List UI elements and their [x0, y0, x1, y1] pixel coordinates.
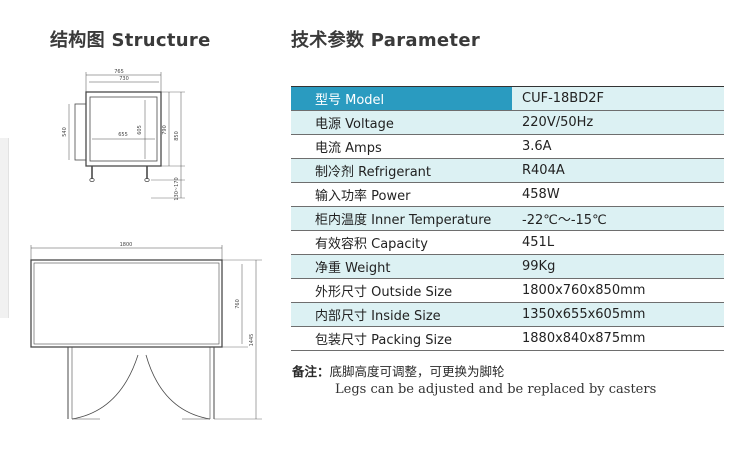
dim-top-inner: 730	[119, 76, 129, 82]
parameter-value: 1350x655x605mm	[512, 302, 724, 327]
parameter-label: 电源 Voltage	[291, 110, 512, 135]
parameter-value: 458W	[512, 182, 724, 207]
dim-inner-width: 655	[118, 132, 128, 138]
dim-leg: 130~170	[174, 177, 180, 200]
dim-left: 540	[62, 127, 68, 137]
parameter-value: CUF-18BD2F	[512, 86, 724, 111]
note-text-en: Legs can be adjusted and be replaced by …	[335, 382, 657, 397]
parameter-value: 99Kg	[512, 254, 724, 279]
note-text-cn: 底脚高度可调整，可更换为脚轮	[329, 364, 505, 379]
dim-plan-width: 1800	[120, 242, 133, 248]
parameter-label: 输入功率 Power	[291, 182, 512, 207]
parameter-title: 技术参数 Parameter	[291, 30, 480, 51]
parameter-label: 外形尺寸 Outside Size	[291, 278, 512, 303]
parameter-value: 1800x760x850mm	[512, 278, 724, 303]
parameter-value: R404A	[512, 158, 724, 183]
parameter-label: 包装尺寸 Packing Size	[291, 326, 512, 351]
left-edge-panel	[0, 138, 9, 318]
parameter-label: 型号 Model	[291, 86, 512, 111]
parameter-label: 制冷剂 Refrigerant	[291, 158, 512, 183]
plan-view-drawing: 1800 760 1445	[30, 242, 262, 420]
dim-inner-height: 605	[137, 125, 143, 135]
parameter-label: 有效容积 Capacity	[291, 230, 512, 255]
dim-total-height: 850	[174, 131, 180, 141]
parameter-value: -22℃～-15℃	[512, 206, 724, 231]
structure-title: 结构图 Structure	[50, 30, 211, 51]
parameter-value: 1880x840x875mm	[512, 326, 724, 351]
dim-plan-depth: 760	[235, 299, 241, 309]
dim-outer-height: 790	[162, 125, 168, 135]
parameter-label: 内部尺寸 Inside Size	[291, 302, 512, 327]
parameter-label: 净重 Weight	[291, 254, 512, 279]
parameter-row: 柜内温度 Inner Temperature-22℃～-15℃	[291, 206, 724, 231]
note-line: 备注：底脚高度可调整，可更换为脚轮	[292, 361, 505, 380]
parameter-label: 柜内温度 Inner Temperature	[291, 206, 512, 231]
parameter-label: 电流 Amps	[291, 134, 512, 159]
note-colon: ：	[317, 364, 330, 379]
dim-plan-total: 1445	[249, 334, 255, 347]
parameter-value: 3.6A	[512, 134, 724, 159]
side-elevation-drawing: 765 730 655 605 540 790 850 130~170	[62, 69, 185, 201]
dim-top-outer: 765	[114, 69, 124, 75]
parameter-value: 451L	[512, 230, 724, 255]
parameter-value: 220V/50Hz	[512, 110, 724, 135]
note-label: 备注	[292, 364, 318, 379]
